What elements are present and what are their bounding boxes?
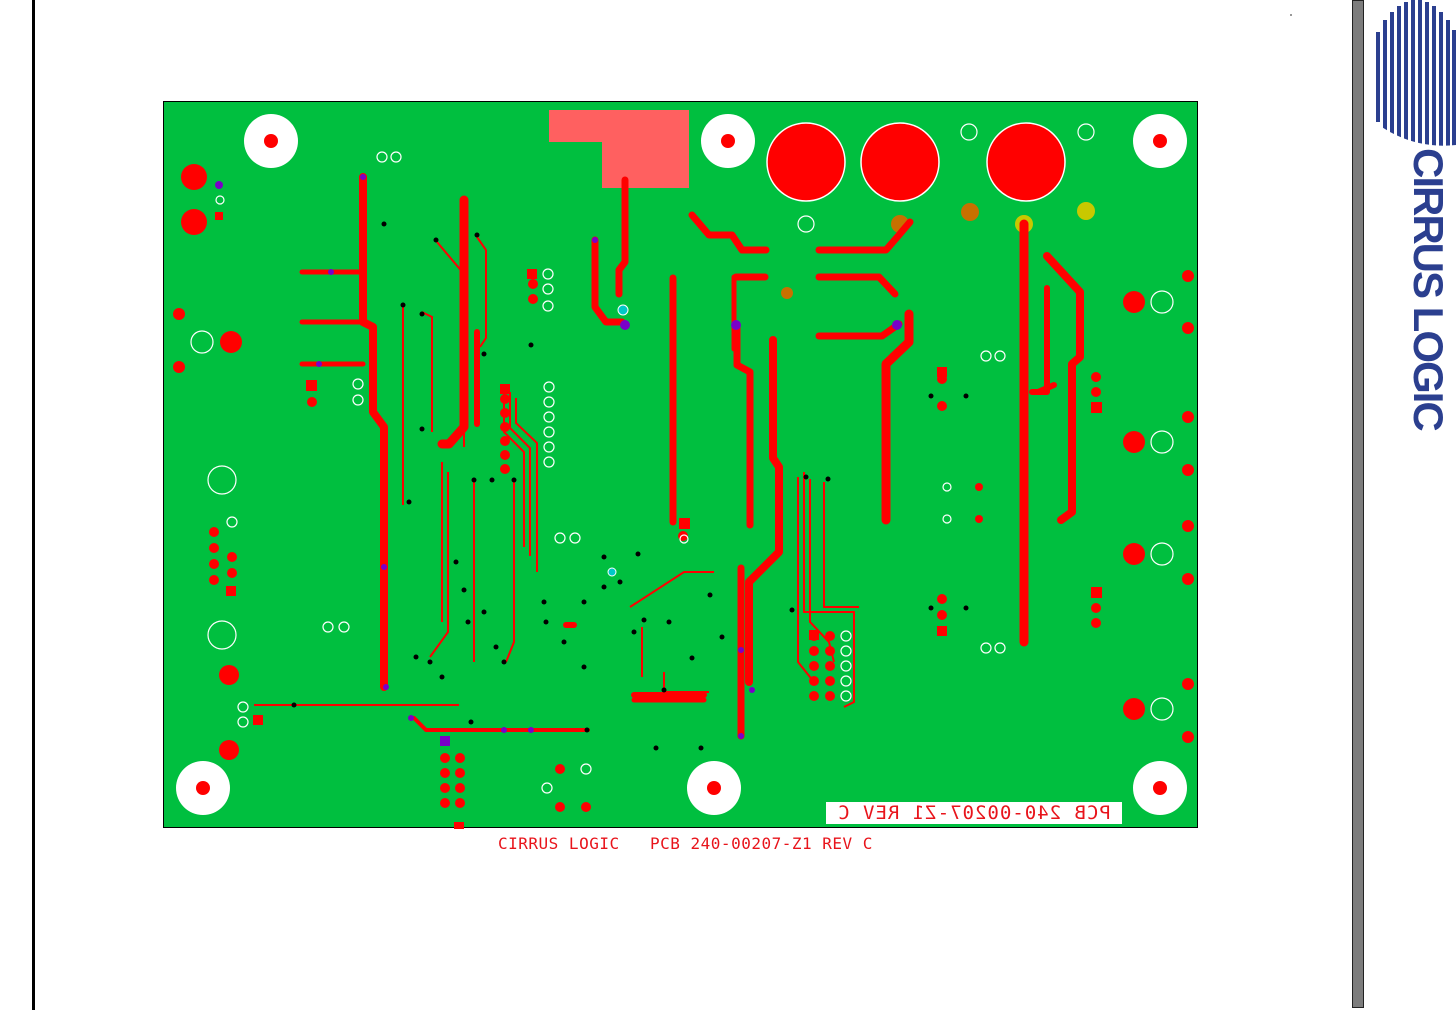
caption-company: CIRRUS LOGIC <box>498 834 620 853</box>
board-silkscreen-label: PCB 240-00207-Z1 REV C <box>826 802 1122 824</box>
mounting-holes <box>176 114 1187 815</box>
logo-wordmark: CIRRUS LOGIC <box>1405 148 1452 430</box>
corner-mark <box>1290 14 1292 16</box>
cirrus-logo-mark-icon <box>1370 0 1456 160</box>
board-caption: CIRRUS LOGIC PCB 240-00207-Z1 REV C <box>498 834 873 853</box>
pcb-artwork <box>173 110 1194 829</box>
side-strip <box>1352 0 1364 1008</box>
pcb-board: PCB 240-00207-Z1 REV C <box>163 101 1198 829</box>
page-left-rule <box>32 0 35 1010</box>
board-label-text: PCB 240-00207-Z1 REV C <box>837 802 1111 824</box>
caption-pcb: PCB 240-00207-Z1 REV C <box>650 834 873 853</box>
cirrus-logo-text: CIRRUS LOGIC <box>1405 148 1452 430</box>
